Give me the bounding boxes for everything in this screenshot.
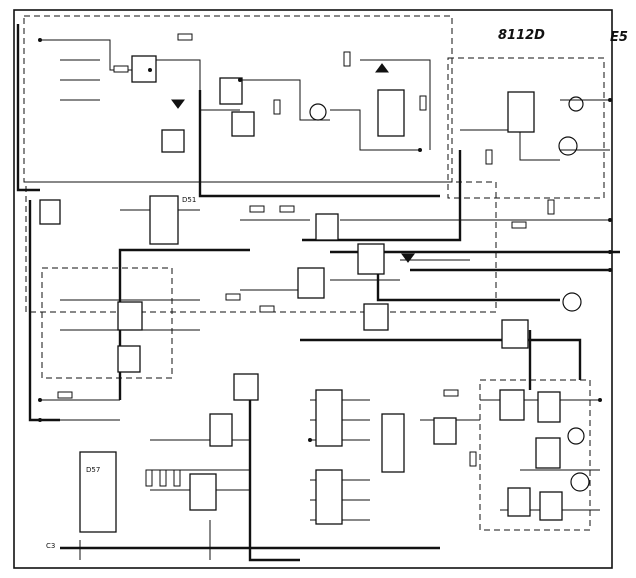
component-label: C3 (46, 542, 56, 550)
sheet-label: E5 (610, 30, 628, 45)
transistors (309, 96, 590, 492)
junction-dots (38, 38, 612, 442)
ic-blocks (39, 55, 563, 533)
outer-border (13, 9, 613, 569)
diodes (171, 63, 415, 263)
component-label: D57 (86, 466, 101, 474)
component-label: D51 (182, 196, 197, 204)
resistors (57, 33, 555, 487)
drawing-title: 8112D (498, 28, 545, 43)
